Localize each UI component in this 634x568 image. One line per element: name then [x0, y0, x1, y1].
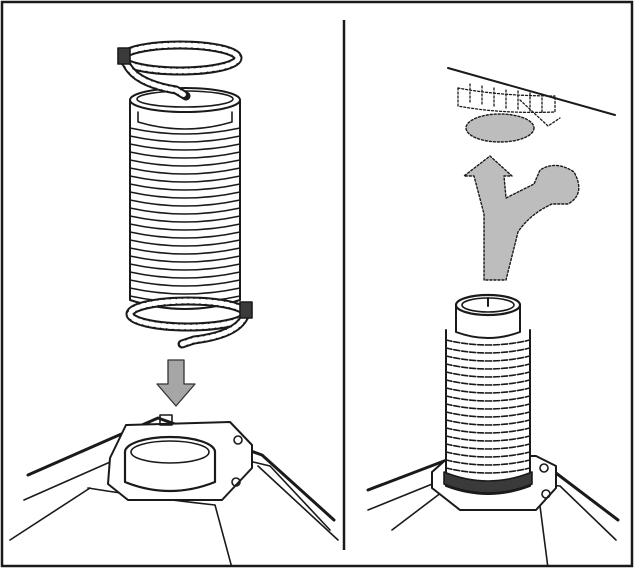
duct-rib: [129, 239, 241, 247]
duct-rib: [129, 191, 241, 199]
duct-rib: [129, 223, 241, 231]
hood-collar-icon: [9, 414, 339, 565]
duct-rib: [129, 127, 241, 135]
duct-rib: [129, 143, 241, 151]
duct-rib: [129, 215, 241, 223]
duct-rib: [445, 371, 531, 378]
duct-rib: [129, 255, 241, 263]
duct-rib: [445, 379, 531, 386]
duct-rib: [129, 199, 241, 207]
duct-rib: [445, 427, 531, 434]
flexible-duct-icon: [129, 87, 241, 310]
duct-rib: [129, 159, 241, 167]
ceiling-opening-icon: [465, 113, 535, 143]
duct-rib: [445, 459, 531, 466]
duct-rib: [445, 355, 531, 362]
duct-rib: [129, 231, 241, 239]
duct-rib: [445, 387, 531, 394]
duct-rib: [445, 339, 531, 346]
duct-rib: [129, 287, 241, 295]
duct-rib: [445, 451, 531, 458]
left-panel: [9, 40, 339, 565]
duct-rib: [129, 279, 241, 287]
duct-rib: [445, 467, 531, 474]
ceiling-clamp-outline-icon: [457, 83, 561, 127]
duct-rib: [129, 207, 241, 215]
duct-rib: [129, 271, 241, 279]
installed-duct-icon: [443, 293, 533, 495]
duct-rib: [445, 419, 531, 426]
duct-rib: [129, 263, 241, 271]
hose-clamp-icon: [125, 296, 253, 349]
duct-rib: [445, 443, 531, 450]
hose-clamp-icon: [117, 40, 243, 101]
duct-rib: [445, 411, 531, 418]
duct-rib: [129, 151, 241, 159]
right-panel: [366, 67, 620, 565]
duct-rib: [129, 183, 241, 191]
duct-rib: [445, 395, 531, 402]
duct-rib: [129, 247, 241, 255]
duct-rib: [129, 135, 241, 143]
duct-rib: [445, 435, 531, 442]
duct-rib: [445, 363, 531, 370]
duct-rib: [129, 167, 241, 175]
ceiling-line: [447, 67, 616, 116]
duct-rib: [445, 403, 531, 410]
duct-rib: [129, 175, 241, 183]
down-arrow-icon: [156, 359, 196, 407]
duct-rib: [445, 347, 531, 354]
airflow-arrow-icon: [463, 155, 580, 281]
